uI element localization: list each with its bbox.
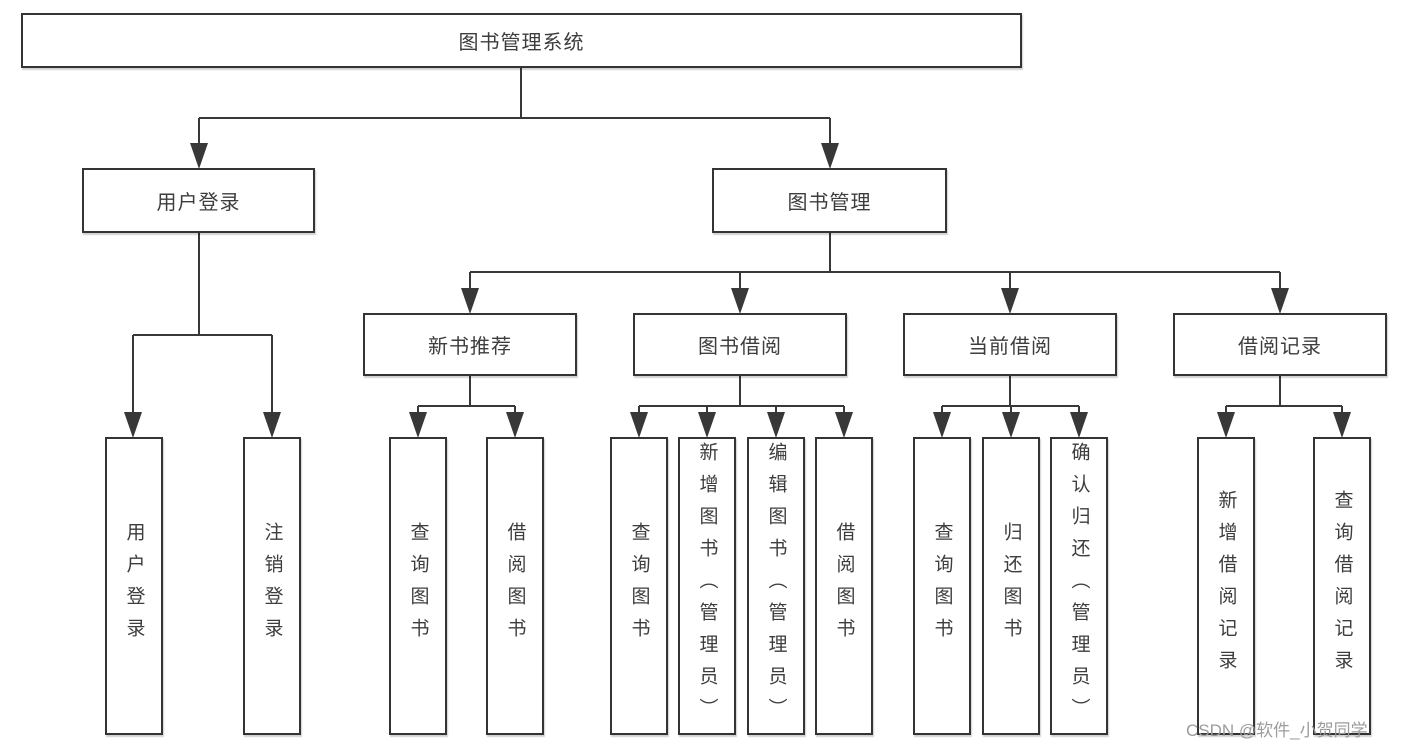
leaf-logout: 注销登录 — [243, 437, 301, 735]
leaf-user-login: 用户登录 — [105, 437, 163, 735]
node-label: 用户登录 — [123, 522, 145, 650]
leaf-br-query-record: 查询借阅记录 — [1313, 437, 1371, 735]
node-label: 当前借阅 — [968, 336, 1052, 358]
node-label: 编辑图书（管理员） — [765, 442, 787, 730]
node-book-borrowing: 图书借阅 — [633, 313, 847, 376]
leaf-br-add-record: 新增借阅记录 — [1197, 437, 1255, 735]
node-label: 借阅图书 — [833, 522, 855, 650]
node-label: 归还图书 — [1000, 522, 1022, 650]
node-label: 图书管理系统 — [458, 32, 585, 54]
leaf-nbr-query-books: 查询图书 — [389, 437, 447, 735]
node-label: 图书管理 — [787, 192, 872, 214]
leaf-cb-return-books: 归还图书 — [982, 437, 1040, 735]
node-label: 用户登录 — [156, 192, 241, 214]
node-new-book-recommend: 新书推荐 — [363, 313, 577, 376]
node-label: 确认归还（管理员） — [1068, 442, 1090, 730]
node-library-management-system: 图书管理系统 — [21, 13, 1022, 68]
leaf-cb-confirm-return-admin: 确认归还（管理员） — [1050, 437, 1108, 735]
node-label: 查询图书 — [931, 522, 953, 650]
node-user-login: 用户登录 — [82, 168, 315, 233]
node-book-management: 图书管理 — [712, 168, 947, 233]
leaf-bb-add-books-admin: 新增图书（管理员） — [678, 437, 736, 735]
tree-branch-lines — [132, 68, 1343, 434]
node-label: 新书推荐 — [428, 336, 512, 358]
leaf-bb-edit-books-admin: 编辑图书（管理员） — [747, 437, 805, 735]
csdn-watermark: CSDN @软件_小贺同学 — [1186, 721, 1368, 740]
node-borrowing-records: 借阅记录 — [1173, 313, 1387, 376]
node-current-borrowing: 当前借阅 — [903, 313, 1117, 376]
node-label: 新增图书（管理员） — [696, 442, 718, 730]
node-label: 查询借阅记录 — [1331, 490, 1353, 682]
node-label: 图书借阅 — [698, 336, 782, 358]
leaf-nbr-borrow-books: 借阅图书 — [486, 437, 544, 735]
node-label: 查询图书 — [628, 522, 650, 650]
node-label: 查询图书 — [407, 522, 429, 650]
node-label: 新增借阅记录 — [1215, 490, 1237, 682]
node-label: 借阅记录 — [1238, 336, 1322, 358]
node-label: 注销登录 — [261, 522, 283, 650]
node-label: 借阅图书 — [504, 522, 526, 650]
arrowhead-icons — [124, 143, 1351, 438]
leaf-bb-borrow-books: 借阅图书 — [815, 437, 873, 735]
leaf-cb-query-books: 查询图书 — [913, 437, 971, 735]
leaf-bb-query-books: 查询图书 — [610, 437, 668, 735]
